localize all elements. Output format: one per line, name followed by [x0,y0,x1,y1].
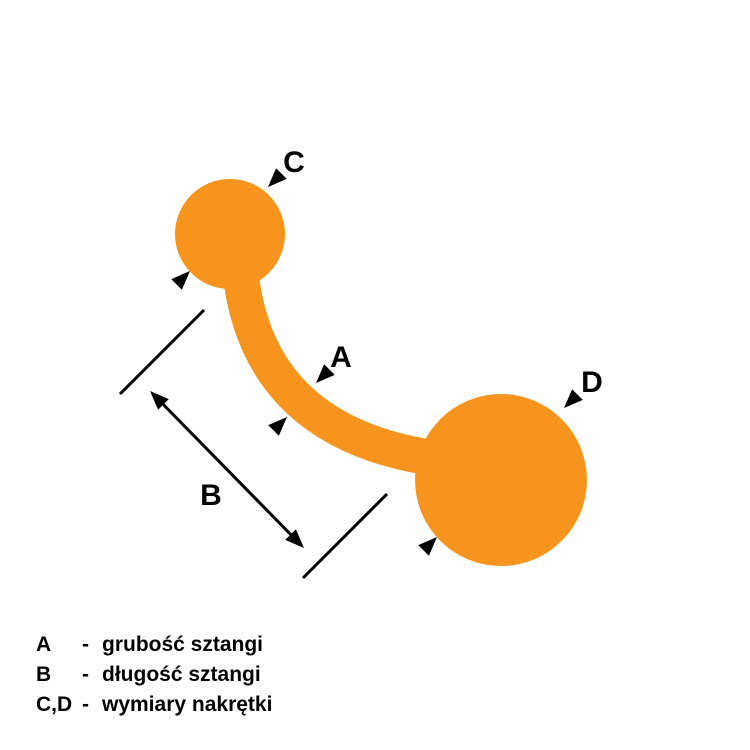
arrowhead-d [564,389,583,408]
label-a: A [330,341,352,374]
legend-row: C,D - wymiary nakrętki [36,693,456,723]
arrowhead-bottom-ball-left [418,537,437,556]
legend-key: C,D [36,693,73,716]
arrowhead-a-upper [316,364,335,383]
legend-dash: - [82,633,89,656]
legend-key: A [36,633,52,656]
legend-desc: długość sztangi [102,663,261,686]
legend-row: B - długość sztangi [36,663,456,693]
top-ball [175,179,285,289]
legend-desc: wymiary nakrętki [102,693,273,716]
legend-desc: grubość sztangi [102,633,264,656]
dimension-line-b [151,392,303,547]
bottom-ball [415,394,587,566]
arrowhead-top-ball-left [171,271,190,290]
dimension-arrowhead-bottom [285,529,304,548]
arrowhead-a-lower [268,417,287,436]
legend-dash: - [82,693,89,716]
extension-tick-bottom [301,492,389,580]
arrowhead-c [268,168,287,187]
legend-dash: - [82,663,89,686]
barbell-bar [222,250,466,478]
label-d: D [581,366,603,399]
legend: A - grubość sztangi B - długość sztangi … [36,633,456,723]
dimension-arrowhead-top [150,391,169,410]
legend-key: B [36,663,52,686]
legend-row: A - grubość sztangi [36,633,456,663]
label-b: B [200,479,222,512]
label-c: C [283,146,305,179]
extension-tick-top [118,308,206,396]
